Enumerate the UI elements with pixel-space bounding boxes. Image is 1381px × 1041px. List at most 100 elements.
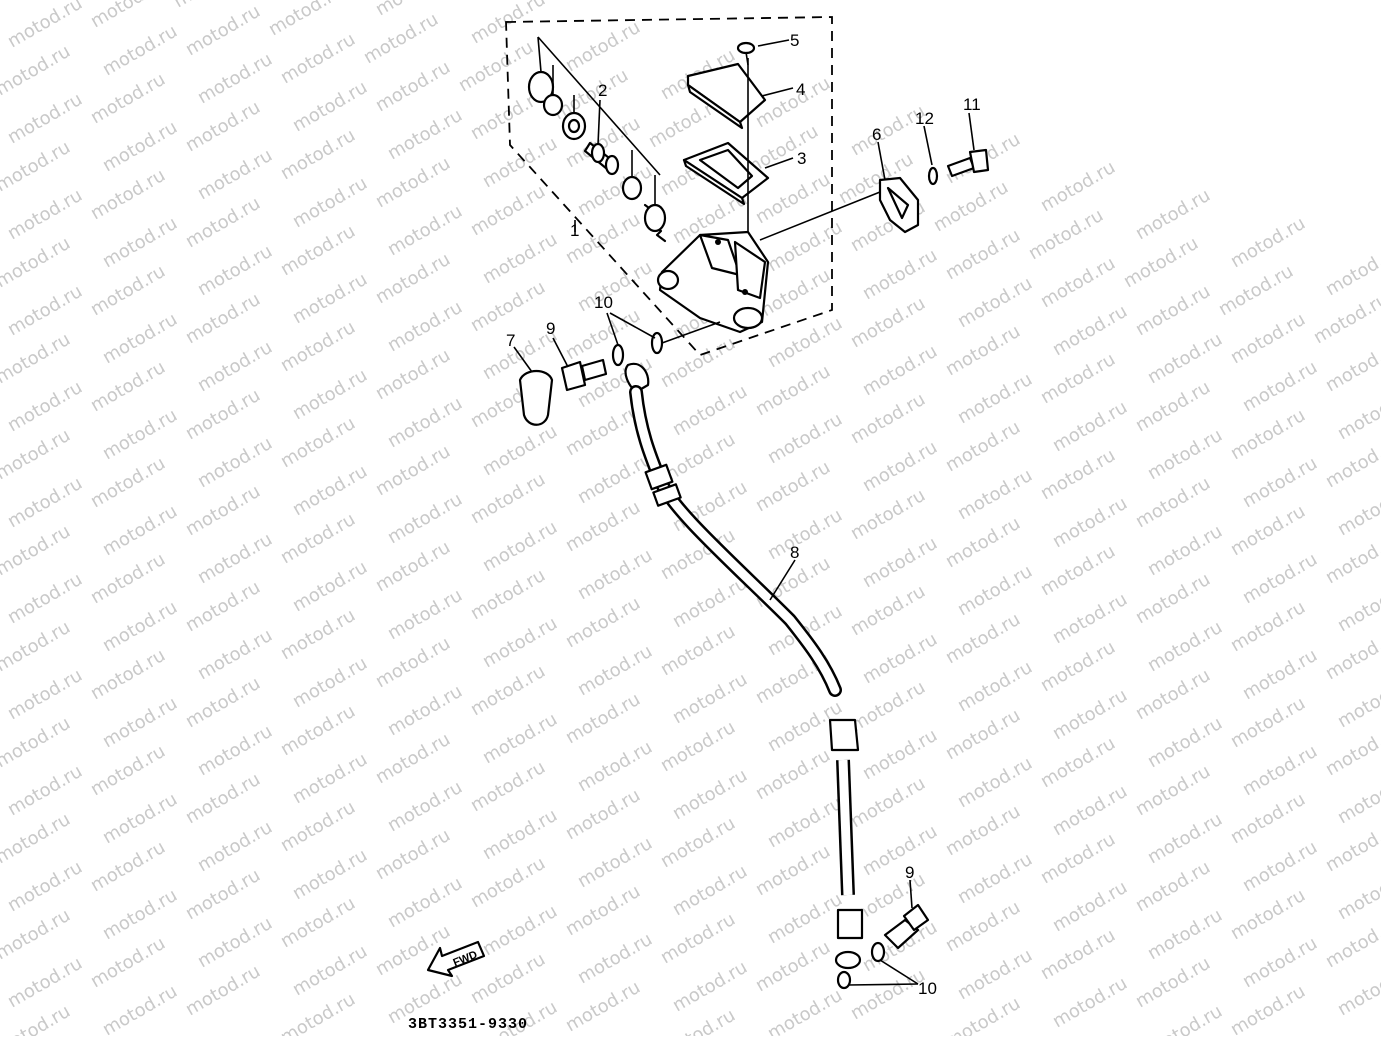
watermark-text: motod.ru [1144,329,1226,388]
watermark-text: motod.ru [384,201,466,260]
watermark-text: motod.ru [1144,713,1226,772]
watermark-text: motod.ru [372,537,454,596]
watermark-text: motod.ru [1334,385,1381,444]
watermark-text: motod.ru [562,881,644,940]
callout-10-bottom: 10 [918,979,937,998]
watermark-text: motod.ru [194,241,276,300]
watermark-text: motod.ru [87,0,169,32]
watermark-text: motod.ru [384,105,466,164]
watermark-text: motod.ru [479,421,561,480]
watermark-text: motod.ru [764,793,846,852]
watermark-text: motod.ru [4,0,86,52]
watermark-text: motod.ru [942,993,1024,1036]
watermark-text: motod.ru [277,989,359,1036]
watermark-text: motod.ru [0,137,74,196]
watermark-text: motod.ru [194,49,276,108]
watermark-text: motod.ru [194,433,276,492]
watermark-text: motod.ru [657,1005,739,1036]
screw [736,41,756,66]
watermark-text: motod.ru [1334,481,1381,540]
watermark-text: motod.ru [384,777,466,836]
watermark-text: motod.ru [372,0,454,20]
watermark-text: motod.ru [467,757,549,816]
watermark-text: motod.ru [657,813,739,872]
watermark-text: motod.ru [182,961,264,1020]
watermark-text: motod.ru [467,277,549,336]
watermark-text: motod.ru [87,69,169,128]
watermark-text: motod.ru [182,97,264,156]
watermark-text: motod.ru [289,461,371,520]
watermark-text: motod.ru [954,273,1036,332]
watermark-text: motod.ru [859,725,941,784]
watermark-text: motod.ru [479,517,561,576]
watermark-text: motod.ru [1132,377,1214,436]
watermark-text: motod.ru [942,609,1024,668]
watermark-text: motod.ru [1227,789,1309,848]
watermark-text: motod.ru [479,901,561,960]
watermark-text: motod.ru [182,865,264,924]
watermark-text: motod.ru [99,501,181,560]
watermark-text: motod.ru [277,509,359,568]
watermark-text: motod.ru [1049,973,1131,1032]
watermark-text: motod.ru [942,417,1024,476]
callout-11: 11 [963,95,981,114]
watermark-text: motod.ru [1322,337,1381,396]
watermark-text: motod.ru [1227,405,1309,464]
watermark-text: motod.ru [4,569,86,628]
watermark-text: motod.ru [99,117,181,176]
watermark-text: motod.ru [669,669,751,728]
watermark-text: motod.ru [277,221,359,280]
watermark-text: motod.ru [574,641,656,700]
watermark-text: motod.ru [467,565,549,624]
watermark-text: motod.ru [1239,645,1321,704]
callout-7: 7 [506,331,515,350]
watermark-text: motod.ru [182,577,264,636]
watermark-text: motod.ru [954,369,1036,428]
watermark-text: motod.ru [87,549,169,608]
watermark-text: motod.ru [1037,253,1119,312]
watermark-text: motod.ru [384,297,466,356]
watermark-text: motod.ru [4,89,86,148]
watermark-text: motod.ru [1037,829,1119,888]
watermark-text: motod.ru [847,293,929,352]
watermark-text: motod.ru [764,889,846,948]
watermark-text: motod.ru [289,365,371,424]
brake-hose [624,362,864,970]
watermark-text: motod.ru [467,0,549,48]
watermark-text: motod.ru [0,233,74,292]
watermark-text: motod.ru [1227,981,1309,1036]
watermark-text: motod.ru [194,913,276,972]
watermark-text: motod.ru [1049,589,1131,648]
watermark-text: motod.ru [1239,357,1321,416]
watermark-text: motod.ru [657,621,739,680]
callout-8: 8 [790,543,799,562]
watermark-text: motod.ru [1132,665,1214,724]
watermark-text: motod.ru [1144,809,1226,868]
watermark-text: motod.ru [0,713,74,772]
watermark-text: motod.ru [657,717,739,776]
watermark-text: motod.ru [87,165,169,224]
watermark-text: motod.ru [859,437,941,496]
watermark-text: motod.ru [574,929,656,988]
watermark-text: motod.ru [1322,241,1381,300]
watermark-text: motod.ru [467,661,549,720]
watermark-text: motod.ru [954,561,1036,620]
watermark-text: motod.ru [847,773,929,832]
watermark-text: motod.ru [1037,541,1119,600]
watermark-text: motod.ru [87,357,169,416]
watermark-text: motod.ru [4,857,86,916]
watermark-text: motod.ru [1132,761,1214,820]
watermark-text: motod.ru [87,933,169,992]
watermark-text: motod.ru [87,741,169,800]
watermark-text: motod.ru [1132,857,1214,916]
watermark-text: motod.ru [1144,1001,1226,1036]
watermark-text: motod.ru [372,249,454,308]
watermark-text: motod.ru [1322,529,1381,588]
watermark-text: motod.ru [1037,733,1119,792]
watermark-text: motod.ru [847,485,929,544]
watermark-text: motod.ru [1239,741,1321,800]
watermark-text: motod.ru [1049,781,1131,840]
washer-12 [927,166,939,186]
watermark-text: motod.ru [1227,213,1309,272]
watermark-text: motod.ru [99,21,181,80]
